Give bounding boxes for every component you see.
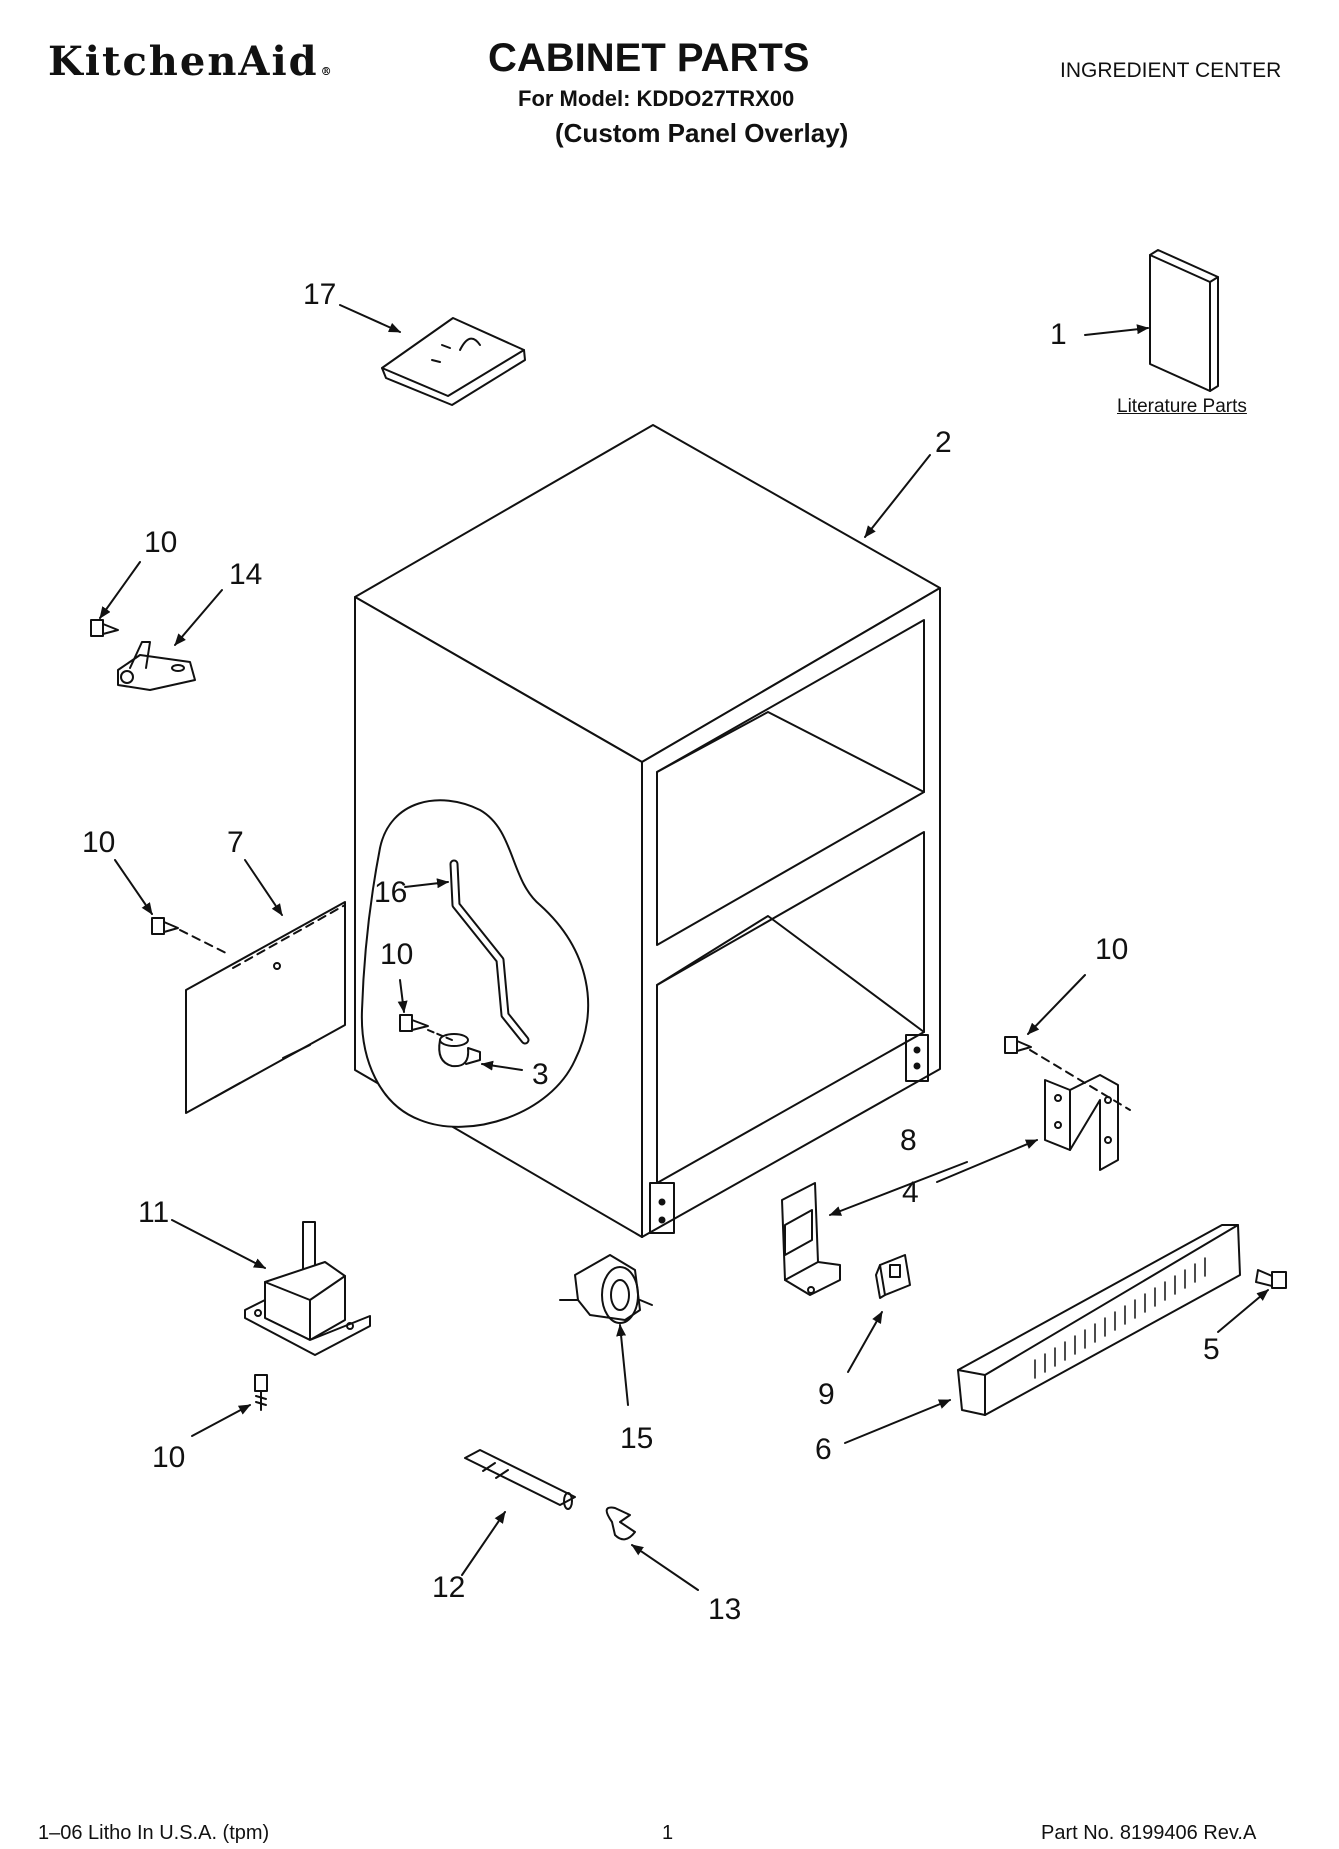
callout-label: 15 (620, 1422, 654, 1455)
pad-part (381, 317, 526, 406)
brand-logo: KitchenAid® (48, 38, 334, 85)
callout-label: 14 (229, 558, 263, 591)
callout-label: 8 (900, 1124, 917, 1157)
screw-part (399, 1014, 453, 1041)
e-clip-part (605, 1506, 636, 1541)
model-line: For Model: KDDO27TRX00 (518, 86, 795, 111)
footer-part-number: Part No. 8199406 Rev.A (1041, 1822, 1257, 1844)
screw-part (1255, 1269, 1287, 1289)
callout-label: 13 (708, 1593, 742, 1626)
page-subtitle: (Custom Panel Overlay) (555, 118, 849, 148)
kickplate-grille-part (957, 1224, 1241, 1416)
callout-label: 10 (1095, 933, 1129, 966)
callout-label: 10 (144, 526, 178, 559)
screw-part (151, 917, 231, 956)
footer-page-number: 1 (662, 1822, 674, 1844)
callout-label: 1 (1050, 318, 1067, 351)
callout-label: 2 (935, 426, 952, 459)
callout-label: 4 (902, 1176, 919, 1209)
section-label: INGREDIENT CENTER (1060, 59, 1282, 82)
mounting-bracket-part (1029, 1049, 1131, 1171)
screw-part (254, 1374, 268, 1411)
callout-label: 12 (432, 1571, 466, 1604)
callout-label: 9 (818, 1378, 835, 1411)
literature-booklet-part (1149, 249, 1219, 392)
page-title: CABINET PARTS (488, 36, 810, 80)
axle-pin-part (464, 1449, 576, 1510)
side-panel-part (185, 901, 346, 1114)
tube-clamp-part (438, 1033, 481, 1068)
callout-label: 5 (1203, 1333, 1220, 1366)
callout-label: 16 (374, 876, 408, 909)
callout-label: 10 (152, 1441, 186, 1474)
callout-label: 10 (82, 826, 116, 859)
brand-name: KitchenAid (48, 38, 319, 85)
hinge-clip-part (117, 641, 196, 691)
rocker-switch-part (875, 1254, 911, 1299)
screw-part (90, 619, 119, 637)
footer-print-info: 1–06 Litho In U.S.A. (tpm) (38, 1822, 270, 1844)
literature-parts-label: Literature Parts (1117, 396, 1247, 417)
callout-label: 17 (303, 278, 337, 311)
leveling-leg-part (244, 1221, 371, 1356)
registered-mark: ® (320, 65, 334, 78)
screw-part (1004, 1036, 1032, 1054)
callout-label: 11 (138, 1196, 170, 1229)
cutaway-detail-outline (360, 799, 590, 1128)
callout-arrows (99, 304, 1269, 1591)
roller-wheel-part (559, 1254, 653, 1324)
callout-label: 6 (815, 1433, 832, 1466)
callout-label: 10 (380, 938, 414, 971)
callout-label: 3 (532, 1058, 549, 1091)
switch-bracket-part (781, 1182, 841, 1296)
callout-label: 7 (227, 826, 244, 859)
